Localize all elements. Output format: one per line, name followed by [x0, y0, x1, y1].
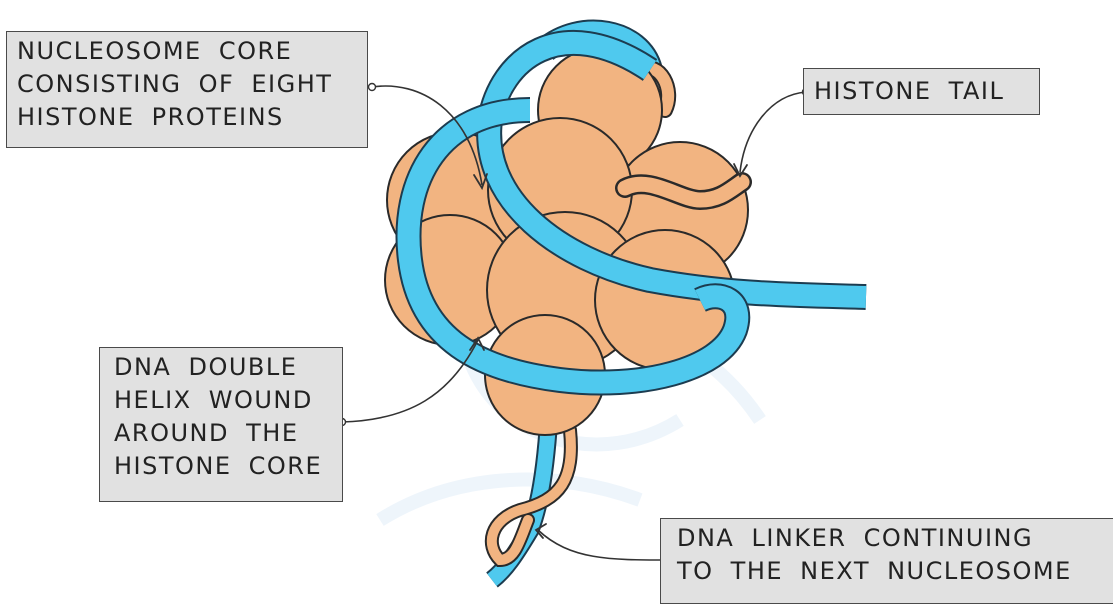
label-line: HISTONE TAIL	[814, 75, 1029, 108]
label-line: DNA LINKER CONTINUING	[677, 522, 1113, 555]
label-dna-double-helix: DNA DOUBLE HELIX WOUND AROUND THE HISTON…	[99, 347, 343, 502]
label-nucleosome-core: NUCLEOSOME CORE CONSISTING OF EIGHT HIST…	[6, 31, 368, 148]
label-line: NUCLEOSOME CORE	[17, 35, 357, 68]
label-line: AROUND THE	[114, 417, 332, 450]
dna-linker	[492, 430, 571, 580]
label-line: TO THE NEXT NUCLEOSOME	[677, 555, 1113, 588]
label-line: HISTONE CORE	[114, 450, 332, 483]
connector-tail	[740, 92, 806, 172]
label-line: CONSISTING OF EIGHT	[17, 68, 357, 101]
connector-linker	[538, 530, 668, 560]
label-histone-tail: HISTONE TAIL	[803, 68, 1040, 115]
label-line: DNA DOUBLE	[114, 351, 332, 384]
label-line: HISTONE PROTEINS	[17, 101, 357, 134]
label-dna-linker: DNA LINKER CONTINUING TO THE NEXT NUCLEO…	[660, 518, 1113, 604]
label-line: HELIX WOUND	[114, 384, 332, 417]
